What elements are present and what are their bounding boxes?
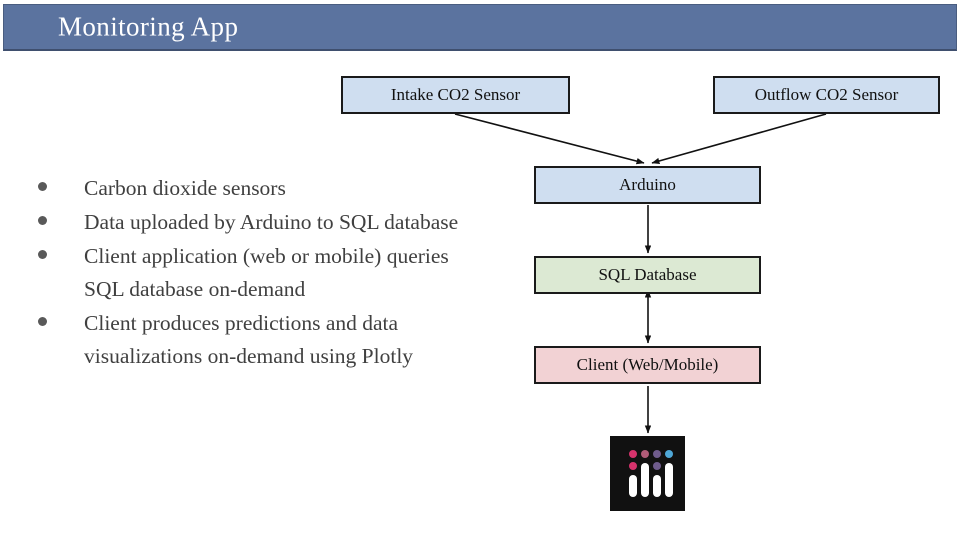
plotly-dot xyxy=(629,450,637,458)
diagram-node-label: Outflow CO2 Sensor xyxy=(754,85,899,104)
list-item: Data uploaded by Arduino to SQL database xyxy=(38,206,468,239)
page-title: Monitoring App xyxy=(58,11,239,42)
bullet-dot-icon xyxy=(38,216,47,225)
edge-outflow-to-arduino xyxy=(651,113,827,165)
edge-intake-to-arduino xyxy=(454,113,645,165)
diagram-node-sql-database[interactable]: SQL Database xyxy=(534,256,761,294)
bullet-dot-icon xyxy=(38,182,47,191)
diagram-node-arduino[interactable]: Arduino xyxy=(534,166,761,204)
plotly-bar xyxy=(653,475,661,497)
plotly-dot xyxy=(653,462,661,470)
diagram-node-label: SQL Database xyxy=(598,265,697,284)
plotly-bar xyxy=(641,463,649,497)
list-item: Carbon dioxide sensors xyxy=(38,172,468,205)
plotly-logo-icon xyxy=(610,436,685,511)
list-item-label: Client produces predictions and data vis… xyxy=(84,311,414,368)
diagram-node-label: Intake CO2 Sensor xyxy=(390,85,521,104)
diagram-node-intake-co2-sensor[interactable]: Intake CO2 Sensor xyxy=(341,76,570,114)
plotly-dot xyxy=(641,450,649,458)
plotly-bar xyxy=(629,475,637,497)
bullet-dot-icon xyxy=(38,250,47,259)
list-item: Client application (web or mobile) queri… xyxy=(38,240,468,306)
diagram-node-outflow-co2-sensor[interactable]: Outflow CO2 Sensor xyxy=(713,76,940,114)
diagram-node-label: Client (Web/Mobile) xyxy=(576,355,719,374)
plotly-bar xyxy=(665,463,673,497)
bullet-list: Carbon dioxide sensors Data uploaded by … xyxy=(38,172,468,374)
plotly-dot xyxy=(629,462,637,470)
list-item-label: Data uploaded by Arduino to SQL database xyxy=(84,210,459,234)
slide-title-bar: Monitoring App xyxy=(3,4,957,51)
diagram-node-label: Arduino xyxy=(619,175,676,194)
plotly-dot xyxy=(653,450,661,458)
plotly-dot xyxy=(665,450,673,458)
list-item-label: Carbon dioxide sensors xyxy=(84,176,286,200)
list-item: Client produces predictions and data vis… xyxy=(38,307,468,373)
bullet-dot-icon xyxy=(38,317,47,326)
diagram-node-client[interactable]: Client (Web/Mobile) xyxy=(534,346,761,384)
list-item-label: Client application (web or mobile) queri… xyxy=(84,244,449,301)
